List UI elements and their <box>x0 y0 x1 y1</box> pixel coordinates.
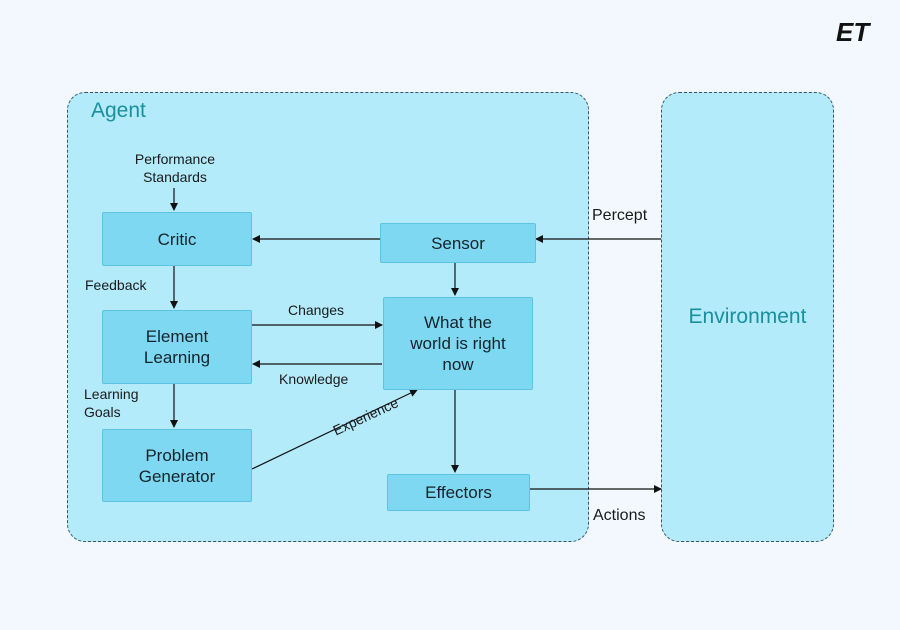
actions-label: Actions <box>593 507 646 524</box>
changes-label: Changes <box>288 302 345 318</box>
sensor-label: Sensor <box>431 233 485 253</box>
agent-title: Agent <box>91 99 146 122</box>
element-learning-box: Element Learning <box>102 310 252 384</box>
arrow-experience <box>251 389 418 470</box>
world-state-label: What the world is right now <box>410 313 506 374</box>
percept-label: Percept <box>592 207 648 224</box>
performance-standards-label: Performance Standards <box>134 151 216 185</box>
sensor-box: Sensor <box>380 223 536 263</box>
learning-goals-label: Learning Goals <box>84 386 139 420</box>
problem-generator-label: Problem Generator <box>138 445 216 486</box>
environment-panel <box>661 92 834 542</box>
logo-text: ET <box>836 18 871 46</box>
knowledge-label: Knowledge <box>279 371 349 387</box>
environment-title: Environment <box>688 305 807 328</box>
world-state-box: What the world is right now <box>383 297 533 390</box>
effectors-label: Effectors <box>425 483 492 502</box>
critic-box: Critic <box>102 212 252 266</box>
et-logo-icon: ET <box>836 18 871 46</box>
effectors-box: Effectors <box>387 474 530 511</box>
problem-generator-box: Problem Generator <box>102 429 252 502</box>
critic-label: Critic <box>157 229 197 249</box>
element-learning-label: Element Learning <box>143 327 211 367</box>
feedback-label: Feedback <box>85 277 147 293</box>
